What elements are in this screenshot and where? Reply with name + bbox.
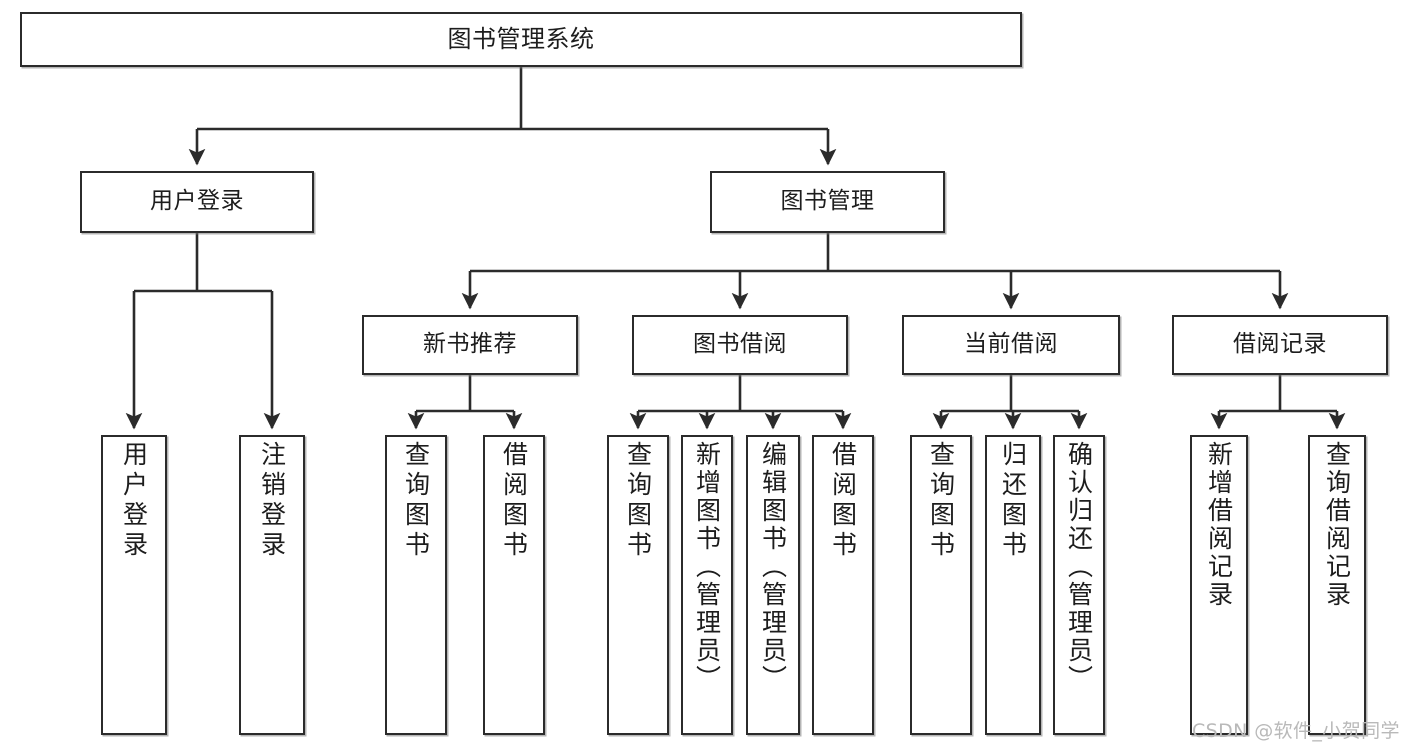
leaf-add-book-admin[interactable]: 新增图书（管理员） — [681, 435, 733, 735]
leaf-add-borrow-record-label: 新增借阅记录 — [1204, 441, 1234, 609]
leaf-query-book-current-label: 查询图书 — [926, 441, 956, 561]
leaf-borrow-book-recommend-label: 借阅图书 — [499, 441, 529, 561]
leaf-confirm-return-admin-label: 确认归还（管理员） — [1064, 441, 1094, 693]
leaf-edit-book-admin-label: 编辑图书（管理员） — [758, 441, 788, 693]
leaf-query-book-borrow[interactable]: 查询图书 — [607, 435, 669, 735]
leaf-return-book[interactable]: 归还图书 — [985, 435, 1041, 735]
node-borrow-record-label: 借阅记录 — [1233, 331, 1327, 358]
node-book-management[interactable]: 图书管理 — [710, 171, 945, 233]
node-new-book-recommend[interactable]: 新书推荐 — [362, 315, 578, 375]
node-user-login-label: 用户登录 — [150, 188, 244, 215]
csdn-watermark: CSDN @软件_小贺同学 — [1192, 720, 1400, 742]
leaf-confirm-return-admin[interactable]: 确认归还（管理员） — [1053, 435, 1105, 735]
leaf-borrow-book-label: 借阅图书 — [828, 441, 858, 561]
node-current-borrow[interactable]: 当前借阅 — [902, 315, 1120, 375]
leaf-query-book-borrow-label: 查询图书 — [623, 441, 653, 561]
node-root-label: 图书管理系统 — [447, 25, 595, 54]
node-borrow-record[interactable]: 借阅记录 — [1172, 315, 1388, 375]
leaf-return-book-label: 归还图书 — [998, 441, 1028, 561]
leaf-borrow-book-recommend[interactable]: 借阅图书 — [483, 435, 545, 735]
leaf-edit-book-admin[interactable]: 编辑图书（管理员） — [746, 435, 800, 735]
node-book-management-label: 图书管理 — [780, 188, 875, 215]
leaf-borrow-book[interactable]: 借阅图书 — [812, 435, 874, 735]
leaf-query-borrow-record[interactable]: 查询借阅记录 — [1308, 435, 1366, 735]
node-new-book-recommend-label: 新书推荐 — [423, 331, 517, 358]
node-current-borrow-label: 当前借阅 — [964, 331, 1058, 358]
node-book-borrow[interactable]: 图书借阅 — [632, 315, 848, 375]
node-book-borrow-label: 图书借阅 — [693, 331, 787, 358]
leaf-logout-label: 注销登录 — [257, 441, 287, 561]
node-user-login[interactable]: 用户登录 — [80, 171, 314, 233]
leaf-add-borrow-record[interactable]: 新增借阅记录 — [1190, 435, 1248, 735]
node-root[interactable]: 图书管理系统 — [20, 12, 1022, 67]
leaf-query-book-recommend[interactable]: 查询图书 — [385, 435, 447, 735]
leaf-add-book-admin-label: 新增图书（管理员） — [692, 441, 722, 693]
leaf-user-login-label: 用户登录 — [119, 441, 149, 561]
leaf-query-book-current[interactable]: 查询图书 — [910, 435, 972, 735]
leaf-logout[interactable]: 注销登录 — [239, 435, 305, 735]
leaf-user-login[interactable]: 用户登录 — [101, 435, 167, 735]
leaf-query-book-recommend-label: 查询图书 — [401, 441, 431, 561]
leaf-query-borrow-record-label: 查询借阅记录 — [1322, 441, 1352, 609]
